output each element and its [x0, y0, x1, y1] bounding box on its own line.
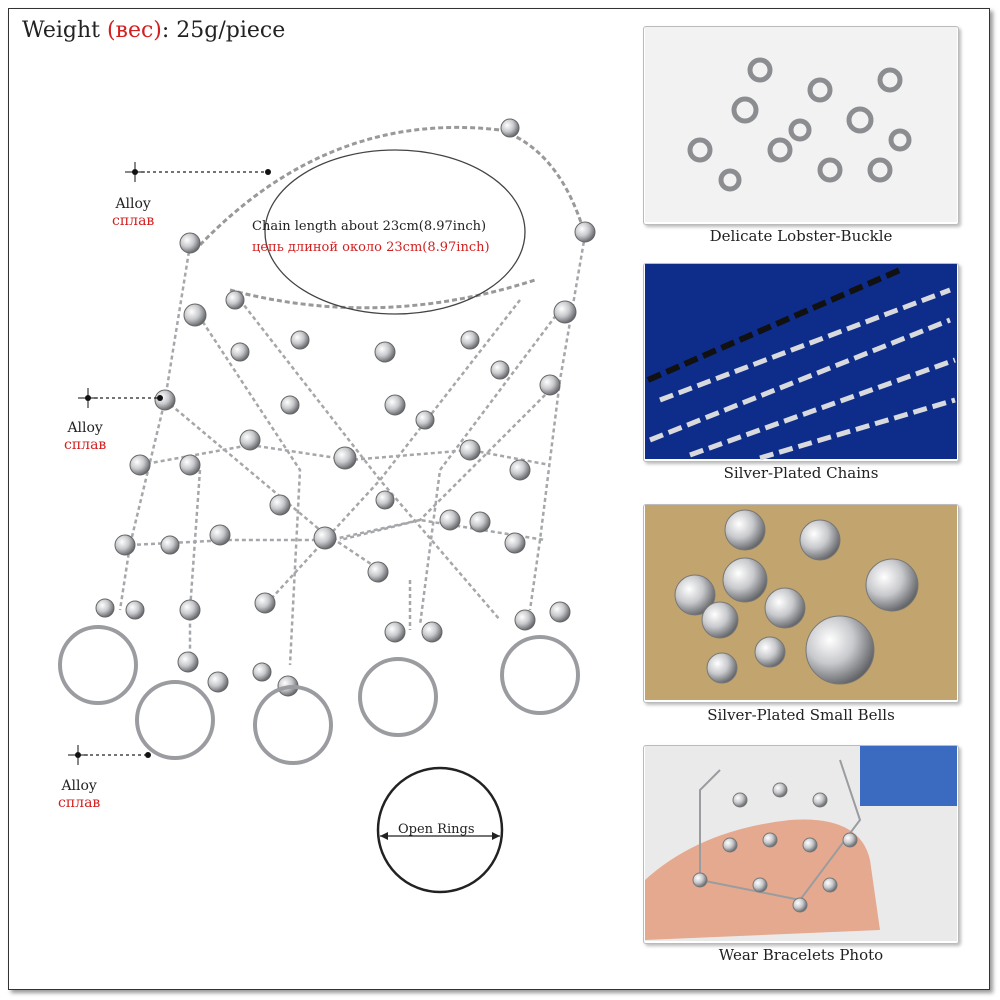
- caption-silver-bells: Silver-Plated Small Bells: [707, 706, 895, 724]
- bell-icon: [129, 454, 151, 476]
- bell-icon: [539, 374, 561, 396]
- bell-icon: [375, 490, 395, 510]
- bell-icon: [439, 509, 461, 531]
- ring-icon: [58, 625, 138, 705]
- bell-icon: [384, 394, 406, 416]
- open-rings-label: Open Rings: [398, 822, 475, 837]
- bell-icon: [490, 360, 510, 380]
- bell-icon: [183, 303, 207, 327]
- chain-icons: [649, 287, 956, 461]
- bell-icon: [415, 410, 435, 430]
- bell-icon: [239, 429, 261, 451]
- bell-icon: [421, 621, 443, 643]
- bell-icon: [160, 535, 180, 555]
- caption-silver-chains: Silver-Plated Chains: [723, 464, 879, 482]
- alloy-pointers: [78, 171, 268, 756]
- bell-icon: [177, 651, 199, 673]
- bell-icon: [290, 330, 310, 350]
- bell-icon: [313, 526, 337, 550]
- bell-icon: [469, 511, 491, 533]
- bell-icon: [95, 598, 115, 618]
- panel-wear-photo: [643, 745, 959, 944]
- bell-icon: [254, 592, 276, 614]
- bell-icon: [179, 599, 201, 621]
- chain-length-en: Chain length about 23cm(8.97inch): [252, 219, 487, 234]
- bell-icon: [125, 600, 145, 620]
- bell-icon: [553, 300, 577, 324]
- bell-icon: [114, 534, 136, 556]
- chain-length-info: Chain length about 23cm(8.97inch) цепь д…: [252, 216, 542, 258]
- bell-icon: [500, 118, 520, 138]
- weight-label: Weight (вес): 25g/piece: [22, 18, 286, 43]
- bell-icon: [207, 671, 229, 693]
- bell-icon: [504, 532, 526, 554]
- top-chain: [198, 126, 587, 247]
- ring-icon: [358, 657, 438, 737]
- bell-icon: [179, 232, 201, 254]
- bell-icon: [230, 342, 250, 362]
- bell-icon: [549, 601, 571, 623]
- bell-icon: [384, 621, 406, 643]
- panel-silver-chains: [643, 263, 959, 462]
- bell-icon: [209, 524, 231, 546]
- ring-icon: [253, 685, 333, 765]
- panel-silver-bells: [643, 504, 959, 703]
- bell-icon: [280, 395, 300, 415]
- bell-icon: [374, 341, 396, 363]
- chain-length-ellipse: [264, 149, 526, 315]
- bell-icon: [574, 221, 596, 243]
- bell-icon: [460, 330, 480, 350]
- panel-lobster-buckle: [643, 26, 959, 225]
- caption-wear-photo: Wear Bracelets Photo: [718, 946, 884, 964]
- worn-bell-icons: [692, 782, 858, 913]
- ring-icon: [135, 680, 215, 760]
- bell-icon: [514, 609, 536, 631]
- open-rings-group: [58, 625, 580, 765]
- bell-icon: [509, 459, 531, 481]
- bell-icon: [179, 454, 201, 476]
- lower-chain: [229, 278, 536, 310]
- caption-lobster-buckle: Delicate Lobster-Buckle: [709, 227, 893, 245]
- bell-icon: [367, 561, 389, 583]
- bells: [95, 118, 596, 697]
- open-rings-circle: [376, 766, 504, 894]
- bell-icon: [333, 446, 357, 470]
- bell-icon: [269, 494, 291, 516]
- chain-length-ru: цепь длиной около 23cm(8.97inch): [252, 240, 490, 255]
- bell-icon: [252, 662, 272, 682]
- lobster-clasp-icons: [687, 57, 912, 192]
- ring-icon: [500, 635, 580, 715]
- bell-icon: [459, 439, 481, 461]
- bell-icon: [225, 290, 245, 310]
- bell-photo-icons: [674, 509, 919, 685]
